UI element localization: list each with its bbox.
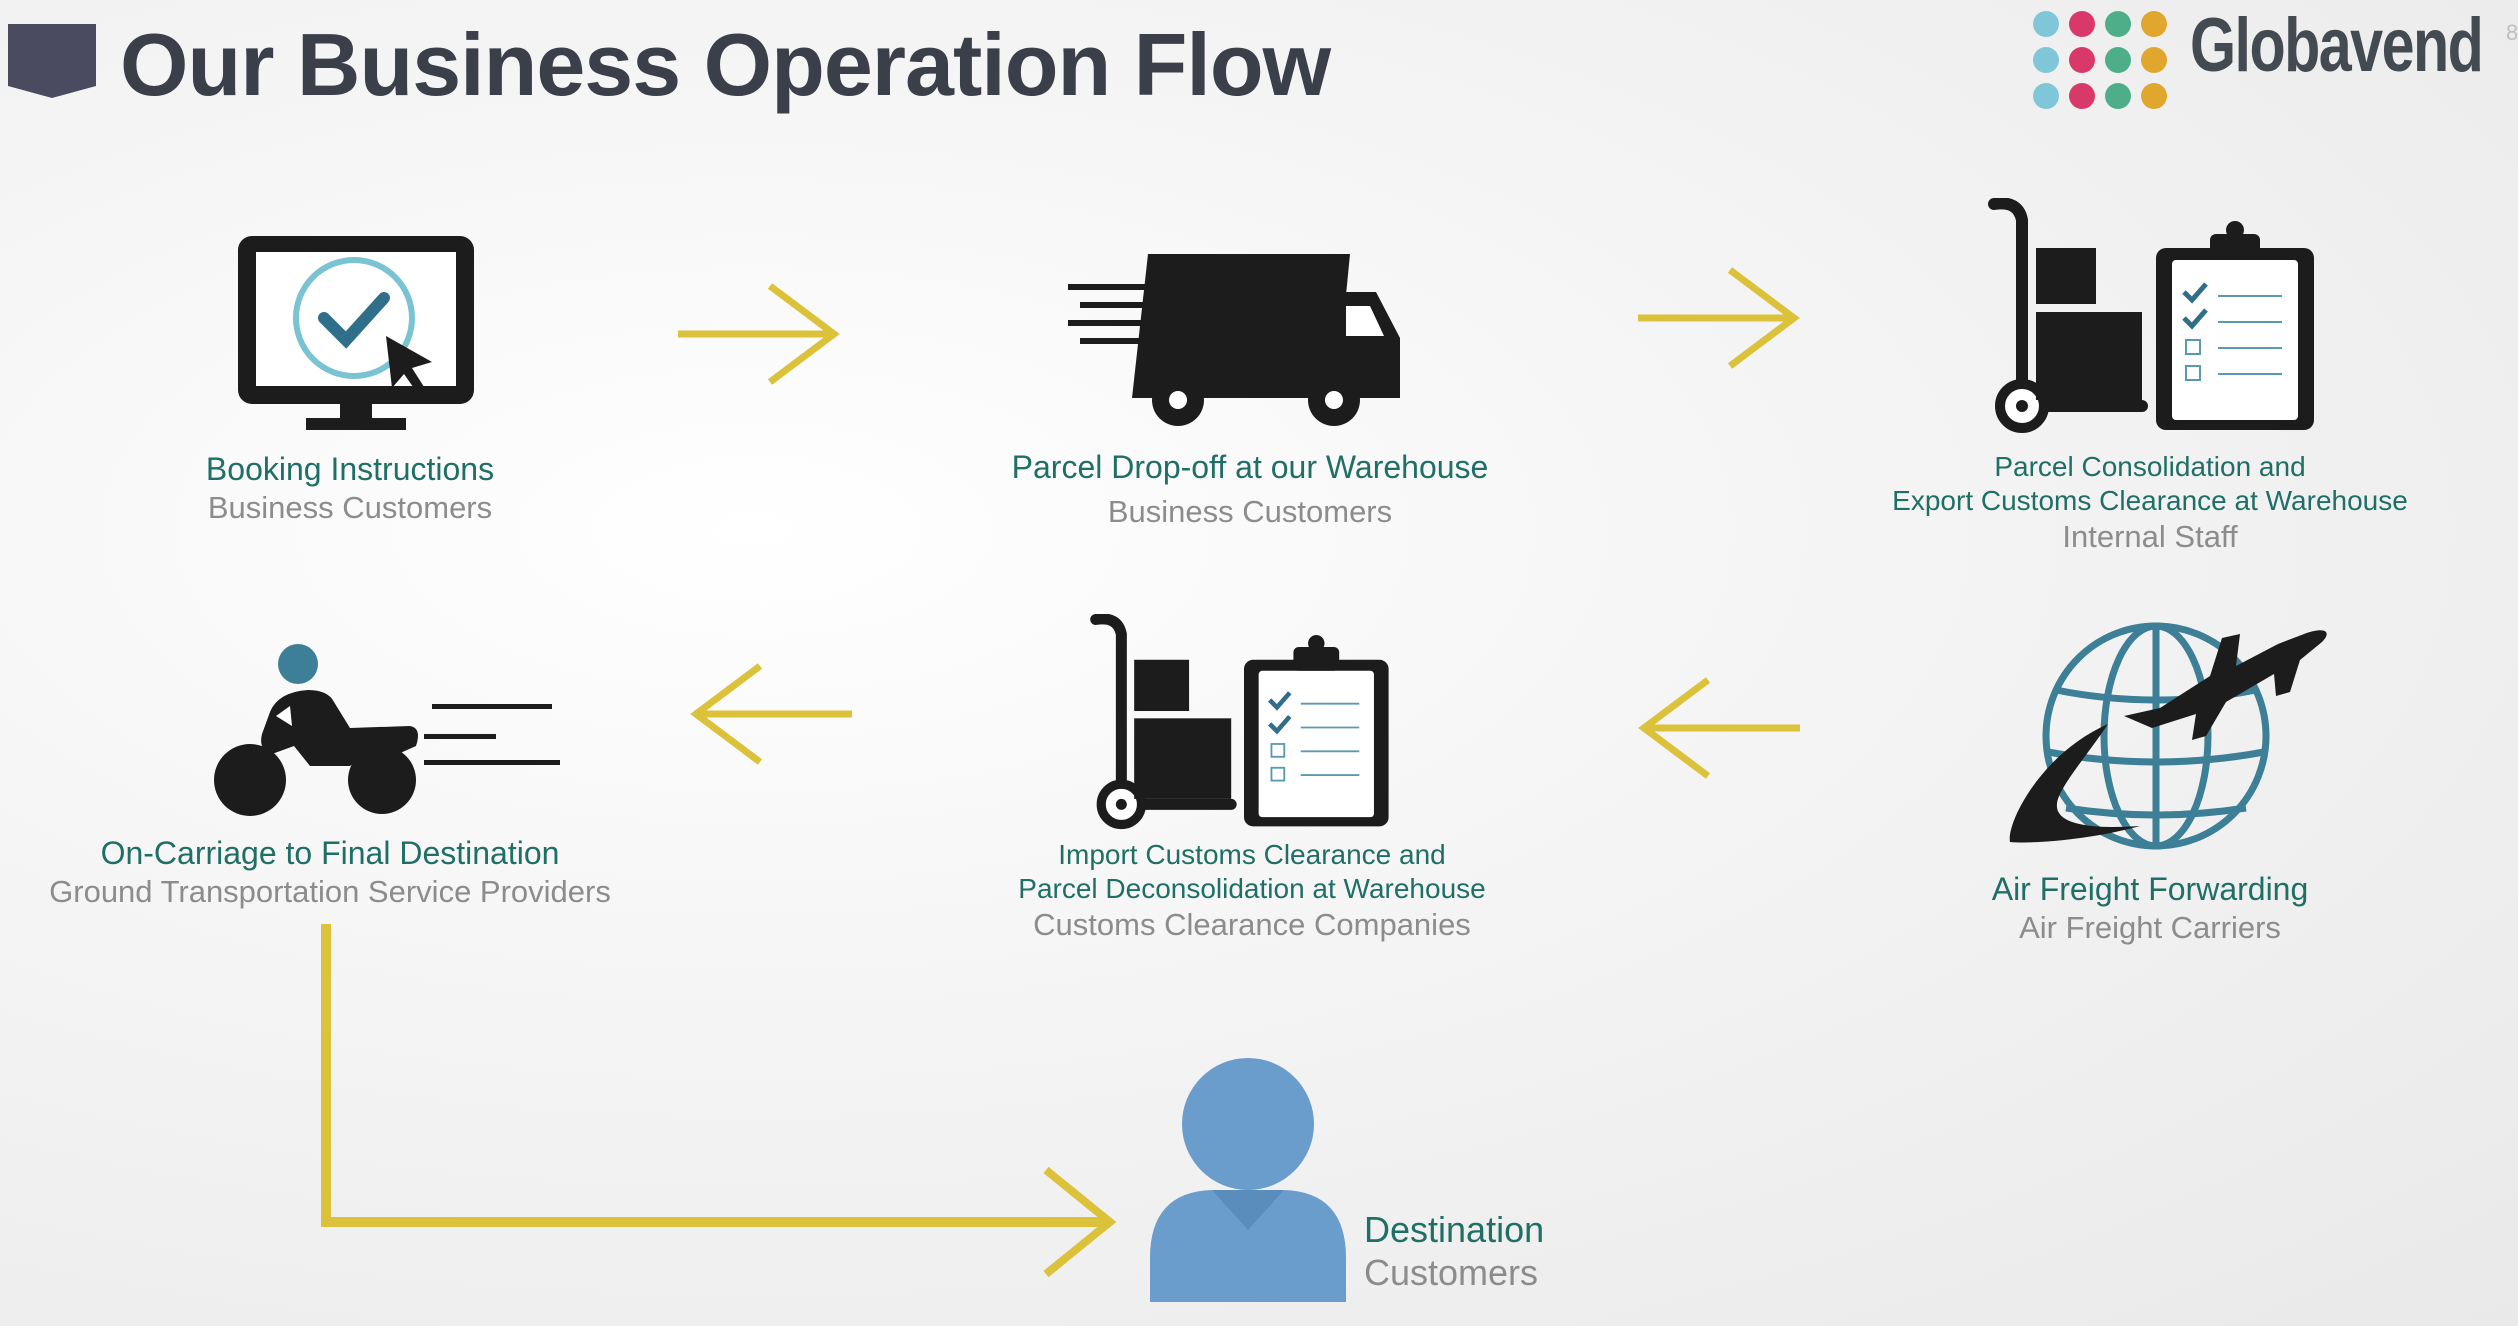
step-title: On-Carriage to Final Destination [100,835,560,871]
step-title: Air Freight Forwarding [1991,871,2309,907]
logo-dot [2069,83,2095,109]
step-title-line2: Export Customs Clearance at Warehouse [1892,484,2408,516]
step-title: Booking Instructions [205,451,495,487]
step-title-line1: Import Customs Clearance and [1058,839,1446,870]
arrow-left-icon [690,663,852,765]
page-title: Our Business Operation Flow [120,15,1331,114]
logo-brand-text: Globavend [2190,3,2484,88]
step-destination-label: Destination Customers [1364,1208,1544,1294]
arrow-right-icon [1638,267,1800,369]
step-subtitle: Ground Transportation Service Providers [49,874,611,910]
step-subtitle: Air Freight Carriers [2019,910,2281,946]
logo-dot [2141,11,2167,37]
logo-dot [2069,11,2095,37]
title-accent-shape [8,24,96,98]
motorbike-rider-icon [214,644,560,816]
delivery-truck-icon [1068,254,1400,426]
step-title: Parcel Drop-off at our Warehouse [1011,449,1489,485]
logo-dots [2033,11,2167,109]
logo-dot [2105,11,2131,37]
step-subtitle: Business Customers [207,490,493,526]
step-oncarriage-label: On-Carriage to Final Destination Ground … [20,834,640,913]
logo-dot [2033,11,2059,37]
person-icon [1150,1058,1346,1302]
step-export-label: Parcel Consolidation and Export Customs … [1850,450,2450,557]
step-booking-label: Booking Instructions Business Customers [150,450,550,529]
logo-dot [2069,47,2095,73]
logo-dot [2105,47,2131,73]
hand-truck-clipboard-icon [1988,198,2314,433]
step-title: Destination [1364,1209,1545,1250]
arrow-right-icon [678,283,840,385]
connector-arrow-icon [321,924,1117,1278]
globe-airplane-icon [2009,622,2327,850]
step-dropoff-label: Parcel Drop-off at our Warehouse Busines… [950,448,1550,533]
step-subtitle: Customs Clearance Companies [1033,907,1471,943]
logo-dot [2141,47,2167,73]
step-title-line1: Parcel Consolidation and [1994,451,2306,482]
page-number: 8 [2506,20,2518,45]
logo-dot [2033,83,2059,109]
step-import-label: Import Customs Clearance and Parcel Deco… [952,838,1552,945]
step-title-line2: Parcel Deconsolidation at Warehouse [1018,872,1486,904]
step-subtitle: Business Customers [1107,494,1393,530]
step-subtitle: Internal Staff [2062,519,2238,555]
step-airfreight-label: Air Freight Forwarding Air Freight Carri… [1900,870,2400,949]
logo-dot [2105,83,2131,109]
step-subtitle: Customers [1364,1252,1539,1294]
hand-truck-clipboard-icon [1090,614,1389,830]
monitor-check-icon [238,236,474,430]
arrow-left-icon [1638,677,1800,779]
logo-dot [2141,83,2167,109]
logo-dot [2033,47,2059,73]
